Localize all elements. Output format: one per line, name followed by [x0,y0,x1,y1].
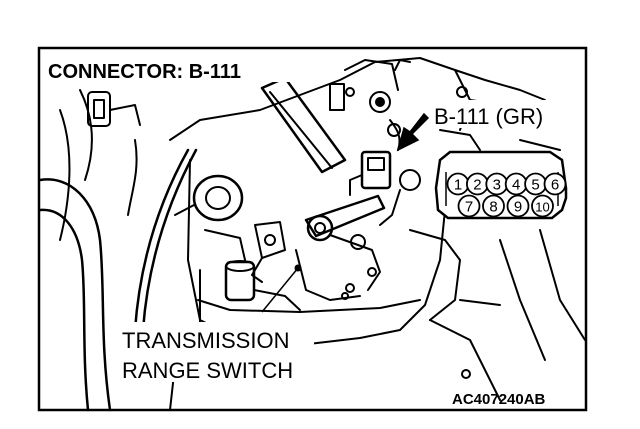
connector-pin-label-8: 8 [489,199,497,216]
callout-label: B-111 (GR) [434,104,543,129]
range-switch-leader-dot [294,264,302,272]
connector-pin-label-1: 1 [454,177,462,194]
connector-pin-label-2: 2 [473,177,481,194]
connector-pin-label-7: 7 [465,199,473,216]
connector-pin-7 [457,194,481,218]
connector-title: CONNECTOR: B-111 [48,61,241,83]
connector-title-backdrop [46,58,294,82]
connector-pin-label-3: 3 [493,177,501,194]
callout-label-backdrop [432,100,562,128]
component-label-line2: RANGE SWITCH [122,358,293,383]
connector-pin-10 [531,194,554,218]
connector-pin-label-5: 5 [531,177,539,194]
range-switch-leader [261,267,299,313]
connector-pin-label-6: 6 [551,177,559,194]
callout-arrow [396,112,430,152]
connector-pin-6 [543,172,567,196]
component-label-line1: TRANSMISSION [122,328,289,353]
connector-pin-label-10: 10 [535,200,549,215]
connector-pin-label-9: 9 [514,199,522,216]
connector-pin-8 [482,194,505,218]
component-label-backdrop [118,322,314,382]
connector-pin-label-4: 4 [512,177,520,194]
connector-pin-9 [506,194,530,218]
figure-code: AC407240AB [452,391,546,408]
